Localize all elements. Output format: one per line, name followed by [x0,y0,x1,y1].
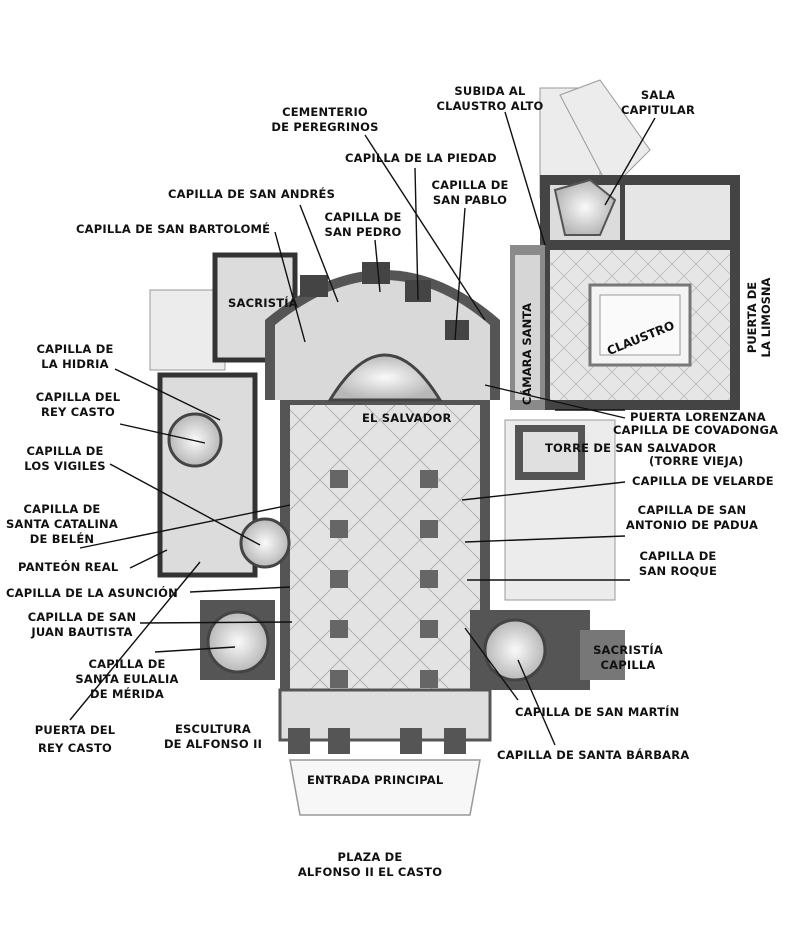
label-camara-santa: CÁMARA SANTA [520,302,534,406]
label-capilla-asuncion: CAPILLA DE LA ASUNCIÓN [6,586,178,600]
label-capilla-san-andres: CAPILLA DE SAN ANDRÉS [168,187,336,201]
label-capilla-covadonga: CAPILLA DE COVADONGA [613,423,779,437]
label-el-salvador: EL SALVADOR [362,411,452,425]
label-panteon-real: PANTEÓN REAL [18,560,119,574]
camara-santa-block [510,245,545,410]
label-capilla-san-bartolome: CAPILLA DE SAN BARTOLOMÉ [76,222,271,236]
label-capilla-piedad: CAPILLA DE LA PIEDAD [345,151,497,165]
church-body [265,262,500,816]
label-capilla-santa-barbara: CAPILLA DE SANTA BÁRBARA [497,748,690,762]
label-torre-san-salvador: TORRE DE SAN SALVADOR [545,441,717,455]
label-puerta-lorenzana: PUERTA LORENZANA [630,410,766,424]
label-capilla-san-martin: CAPILLA DE SAN MARTÍN [515,705,680,719]
side-chapels [167,412,625,690]
label-capilla-velarde: CAPILLA DE VELARDE [632,474,774,488]
label-torre-vieja: (TORRE VIEJA) [649,454,744,468]
label-entrada-principal: ENTRADA PRINCIPAL [307,773,444,787]
leader-lines [69,111,656,746]
cloister-block [540,175,740,410]
label-sacristia: SACRISTÍA [228,296,298,310]
